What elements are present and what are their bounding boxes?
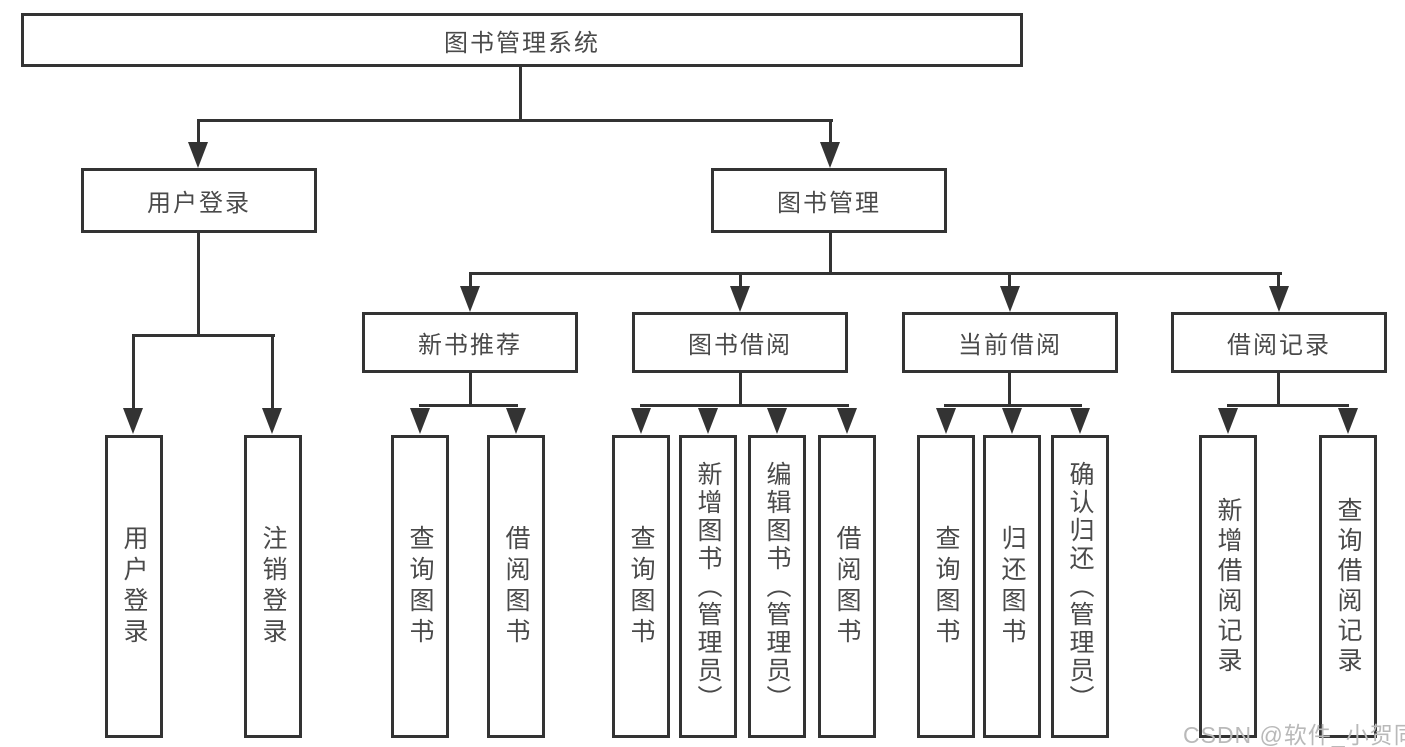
node-user-login-label: 用户登录 (147, 190, 251, 217)
node-current-borrowing: 当前借阅 (902, 312, 1118, 373)
leaf-logout: 注销登录 (244, 435, 302, 738)
node-book-borrowing: 图书借阅 (632, 312, 848, 373)
arrow-down-icon (936, 408, 956, 434)
arrow-down-icon (698, 408, 718, 434)
connector-level1-bar (197, 119, 833, 122)
connector-leaf-stem (132, 334, 135, 410)
connector-level2-stem (1008, 272, 1011, 290)
leaf-user-login-label: 用户登录 (120, 524, 148, 649)
arrow-down-icon (837, 408, 857, 434)
arrow-down-icon (410, 408, 430, 434)
arrow-down-icon (1218, 408, 1238, 434)
node-root: 图书管理系统 (21, 13, 1023, 67)
arrow-down-icon (1338, 408, 1358, 434)
connector-root-stem (519, 67, 522, 120)
connector-book-borrowing-stem (739, 373, 742, 406)
leaf-borrow-books-borrowing-label: 借阅图书 (833, 524, 861, 649)
leaf-return-books: 归还图书 (983, 435, 1041, 738)
leaf-add-book-admin-label: 新增图书（管理员） (694, 460, 722, 713)
node-new-book-recommend: 新书推荐 (362, 312, 578, 373)
arrow-down-icon (506, 408, 526, 434)
connector-book-mgmt-arrow-stem (829, 119, 832, 147)
connector-leaf-stem (271, 334, 274, 410)
arrow-down-icon (188, 142, 208, 168)
connector-borrowing-records-stem (1277, 373, 1280, 406)
leaf-query-books-newbooks: 查询图书 (391, 435, 449, 738)
leaf-query-books-current-label: 查询图书 (932, 524, 960, 649)
leaf-add-borrow-record-label: 新增借阅记录 (1214, 496, 1242, 677)
node-borrowing-records: 借阅记录 (1171, 312, 1387, 373)
node-root-label: 图书管理系统 (444, 29, 600, 57)
connector-book-mgmt-stem (829, 233, 832, 274)
arrow-down-icon (262, 408, 282, 434)
connector-book-borrowing-bar (640, 404, 849, 407)
leaf-borrow-books-newbooks: 借阅图书 (487, 435, 545, 738)
arrow-down-icon (123, 408, 143, 434)
leaf-borrow-books-borrowing: 借阅图书 (818, 435, 876, 738)
leaf-logout-label: 注销登录 (259, 524, 287, 649)
leaf-add-borrow-record: 新增借阅记录 (1199, 435, 1257, 738)
arrow-down-icon (730, 286, 750, 312)
arrow-down-icon (1000, 286, 1020, 312)
connector-level2-bar (469, 272, 1282, 275)
csdn-watermark: CSDN @软件_小贺同学 (1183, 722, 1405, 747)
leaf-query-borrow-record: 查询借阅记录 (1319, 435, 1377, 738)
connector-level2-stem (469, 272, 472, 290)
node-user-login: 用户登录 (81, 168, 317, 233)
connector-current-borrowing-bar (944, 404, 1082, 407)
leaf-edit-book-admin: 编辑图书（管理员） (748, 435, 806, 738)
connector-user-login-stem (197, 233, 200, 336)
arrow-down-icon (820, 142, 840, 168)
connector-new-books-stem (469, 373, 472, 406)
node-borrowing-records-label: 借阅记录 (1227, 332, 1331, 359)
arrow-down-icon (460, 286, 480, 312)
connector-level2-stem (739, 272, 742, 290)
connector-new-books-bar (419, 404, 518, 407)
arrow-down-icon (1070, 408, 1090, 434)
leaf-confirm-return-admin-label: 确认归还（管理员） (1066, 460, 1094, 713)
leaf-query-books-newbooks-label: 查询图书 (406, 524, 434, 649)
arrow-down-icon (767, 408, 787, 434)
arrow-down-icon (1269, 286, 1289, 312)
leaf-add-book-admin: 新增图书（管理员） (679, 435, 737, 738)
leaf-confirm-return-admin: 确认归还（管理员） (1051, 435, 1109, 738)
node-book-management-label: 图书管理 (777, 190, 881, 217)
leaf-borrow-books-newbooks-label: 借阅图书 (502, 524, 530, 649)
connector-borrowing-records-bar (1227, 404, 1349, 407)
leaf-edit-book-admin-label: 编辑图书（管理员） (763, 460, 791, 713)
node-new-book-recommend-label: 新书推荐 (418, 332, 522, 359)
leaf-return-books-label: 归还图书 (998, 524, 1026, 649)
leaf-user-login: 用户登录 (105, 435, 163, 738)
arrow-down-icon (1002, 408, 1022, 434)
leaf-query-books-borrowing: 查询图书 (612, 435, 670, 738)
connector-user-login-arrow-stem (197, 119, 200, 147)
node-book-management: 图书管理 (711, 168, 947, 233)
connector-user-login-group-bar (132, 334, 275, 337)
leaf-query-borrow-record-label: 查询借阅记录 (1334, 496, 1362, 677)
node-current-borrowing-label: 当前借阅 (958, 332, 1062, 359)
arrow-down-icon (631, 408, 651, 434)
node-book-borrowing-label: 图书借阅 (688, 332, 792, 359)
leaf-query-books-current: 查询图书 (917, 435, 975, 738)
leaf-query-books-borrowing-label: 查询图书 (627, 524, 655, 649)
connector-current-borrowing-stem (1008, 373, 1011, 406)
connector-level2-stem (1277, 272, 1280, 290)
